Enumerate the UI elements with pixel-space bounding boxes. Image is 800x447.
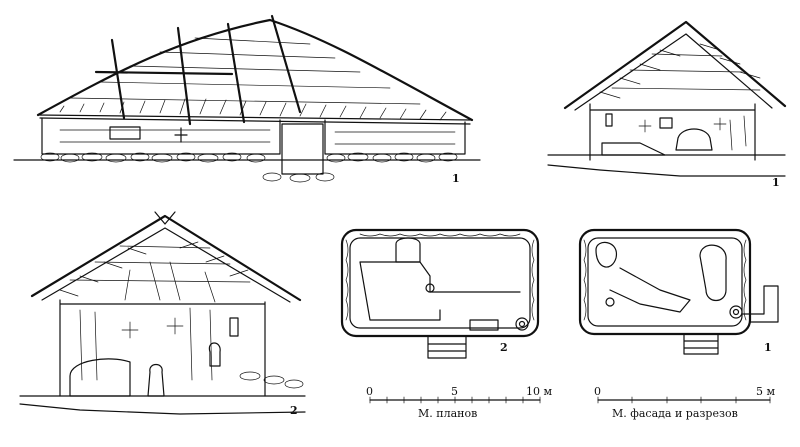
house-exterior-drawing (13, 14, 481, 183)
figure-number-house-exterior: 1 (452, 172, 460, 185)
scale-plans-label: М. планов (418, 407, 477, 420)
house-section-large-drawing (19, 211, 306, 415)
house-section-small-drawing (547, 20, 787, 177)
scale-facade-end: 5 м (756, 385, 775, 398)
figure-number-plan-left: 2 (500, 341, 508, 354)
figure-number-house-section-small: 1 (772, 176, 780, 189)
figure-number-house-section-large: 2 (290, 404, 298, 417)
scale-bar-plans (369, 396, 541, 404)
plan-right-drawing (578, 228, 779, 355)
scale-plans-end: 10 м (526, 385, 552, 398)
figure-number-plan-right: 1 (764, 341, 772, 354)
scale-bar-facade (597, 396, 771, 404)
scale-facade-label: М. фасада и разрезов (612, 407, 738, 420)
scale-plans-start: 0 (366, 385, 373, 398)
plan-left-drawing (340, 228, 540, 359)
scale-plans-mid: 5 (451, 385, 458, 398)
scale-facade-start: 0 (594, 385, 601, 398)
